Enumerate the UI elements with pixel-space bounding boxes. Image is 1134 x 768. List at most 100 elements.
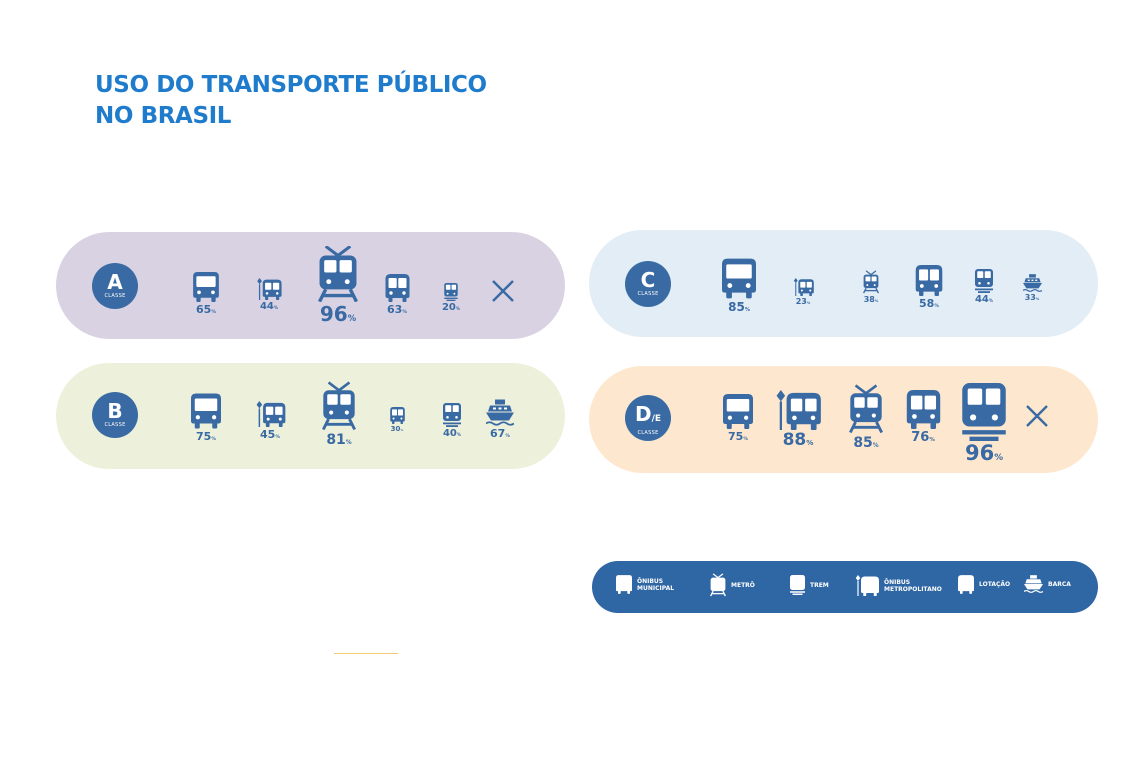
metro-icon: [863, 270, 879, 294]
metro-icon: [318, 246, 358, 302]
class-c-item-metropolitan-bus: 23%: [791, 278, 815, 306]
class-b-item-bus: 75%: [190, 393, 222, 443]
train-icon: [444, 283, 458, 301]
minibus-icon: [915, 265, 943, 296]
bus-icon: [191, 393, 221, 429]
metropolitan-bus-icon: [793, 278, 814, 296]
metropolitan-bus-icon: [774, 390, 822, 430]
boat-icon: [486, 399, 514, 426]
class-b-badge: B CLASSE: [92, 392, 138, 438]
class-d-value-metropolitan-bus: 88: [782, 430, 807, 450]
class-a-item-metropolitan-bus: 44%: [254, 278, 284, 312]
class-c-value-bus: 85: [728, 300, 745, 314]
class-d-pill: D/E CLASSE 75% 88% 85% 76% 96%: [589, 366, 1098, 473]
class-d-badge: D/E CLASSE: [625, 395, 671, 441]
class-d-value-train: 96: [964, 441, 995, 465]
train-icon: [975, 269, 993, 293]
class-b-item-metropolitan-bus: 45%: [254, 401, 286, 441]
class-d-item-metro: 85%: [846, 384, 886, 450]
minibus-icon: [385, 274, 410, 302]
bus-icon: [722, 258, 756, 299]
boat-icon: [1023, 274, 1042, 292]
class-a-item-minibus: 63%: [383, 274, 411, 316]
class-b-item-boat: 67%: [484, 399, 516, 440]
legend-item-train: TREM: [790, 575, 829, 595]
class-a-letter: A: [107, 270, 123, 294]
class-c-item-metro: 38%: [861, 270, 881, 304]
class-a-value-bus: 65: [196, 303, 212, 316]
class-d-item-train: 96%: [959, 383, 1009, 464]
title-line-1: USO DO TRANSPORTE PÚBLICO: [95, 72, 487, 98]
boat-icon: [1024, 575, 1043, 593]
title-line-2: NO BRASIL: [95, 103, 232, 129]
class-c-item-boat: 33%: [1021, 274, 1043, 302]
class-c-pill: C CLASSE 85% 23% 38% 58% 44% 33%: [589, 230, 1098, 337]
class-a-value-metro: 96: [319, 302, 348, 326]
page-title: USO DO TRANSPORTE PÚBLICO NO BRASIL: [95, 70, 487, 132]
class-b-item-minibus: 30%: [387, 407, 407, 433]
class-d-value-minibus: 76: [911, 430, 930, 445]
class-a-item-train: 20%: [440, 283, 462, 313]
close-icon: [1025, 404, 1049, 428]
bus-icon: [723, 394, 753, 429]
close-icon: [491, 279, 515, 303]
class-b-value-boat: 67: [490, 427, 506, 440]
class-c-value-metro: 38: [863, 295, 875, 304]
class-a-value-metropolitan-bus: 44: [259, 301, 274, 312]
class-b-value-metropolitan-bus: 45: [260, 428, 276, 441]
class-b-value-metro: 81: [326, 432, 346, 448]
minibus-icon: [906, 390, 941, 429]
metropolitan-bus-icon: [255, 401, 286, 427]
class-b-value-train: 40: [442, 428, 457, 439]
decorative-line: [334, 653, 398, 654]
class-c-value-boat: 33: [1024, 293, 1036, 302]
train-icon: [443, 403, 461, 427]
legend-item-minibus: LOTAÇÃO: [958, 575, 1010, 594]
class-b-item-train: 40%: [440, 403, 464, 439]
class-d-value-metro: 85: [853, 435, 873, 451]
class-a-item-metro: 96%: [316, 246, 360, 324]
class-d-item-bus: 75%: [721, 394, 755, 443]
train-icon: [962, 383, 1006, 441]
class-d-value-bus: 75: [728, 430, 744, 443]
class-c-label: CLASSE: [637, 291, 659, 297]
class-b-value-minibus: 30: [390, 425, 401, 433]
class-b-item-metro: 81%: [320, 381, 358, 447]
class-d-suffix: /E: [651, 414, 662, 424]
class-a-value-minibus: 63: [387, 303, 403, 316]
class-d-label: CLASSE: [637, 430, 659, 436]
class-b-letter: B: [107, 399, 123, 423]
class-c-badge: C CLASSE: [625, 261, 671, 307]
minibus-icon: [390, 407, 405, 424]
metro-icon: [710, 573, 726, 597]
class-d-item-minibus: 76%: [904, 390, 942, 444]
metropolitan-bus-icon: [855, 575, 879, 596]
class-b-pill: B CLASSE 75% 45% 81% 30% 40% 67%: [56, 363, 565, 469]
bus-icon: [616, 575, 632, 594]
class-c-value-metropolitan-bus: 23: [795, 297, 807, 306]
class-c-value-train: 44: [974, 294, 989, 305]
metropolitan-bus-icon: [255, 278, 283, 300]
class-a-badge: A CLASSE: [92, 263, 138, 309]
legend-item-boat: BARCA: [1024, 575, 1071, 593]
class-c-item-bus: 85%: [719, 258, 759, 313]
class-b-value-bus: 75: [196, 430, 212, 443]
class-c-letter: C: [640, 268, 656, 292]
class-c-item-minibus: 58%: [913, 265, 945, 310]
minibus-icon: [958, 575, 974, 594]
class-a-item-bus: 65%: [192, 272, 220, 316]
legend-item-metro: METRÔ: [710, 573, 755, 597]
bus-icon: [193, 272, 219, 302]
class-c-item-train: 44%: [972, 269, 996, 305]
class-d-item-metropolitan-bus: 88%: [772, 390, 824, 449]
class-c-value-minibus: 58: [919, 297, 935, 310]
train-icon: [790, 575, 805, 595]
class-a-pill: A CLASSE 65% 44% 96% 63% 20%: [56, 232, 565, 339]
class-a-value-train: 20: [441, 302, 456, 313]
metro-icon: [322, 381, 356, 431]
class-a-label: CLASSE: [104, 293, 126, 299]
class-d-letter: D/E: [634, 402, 662, 426]
